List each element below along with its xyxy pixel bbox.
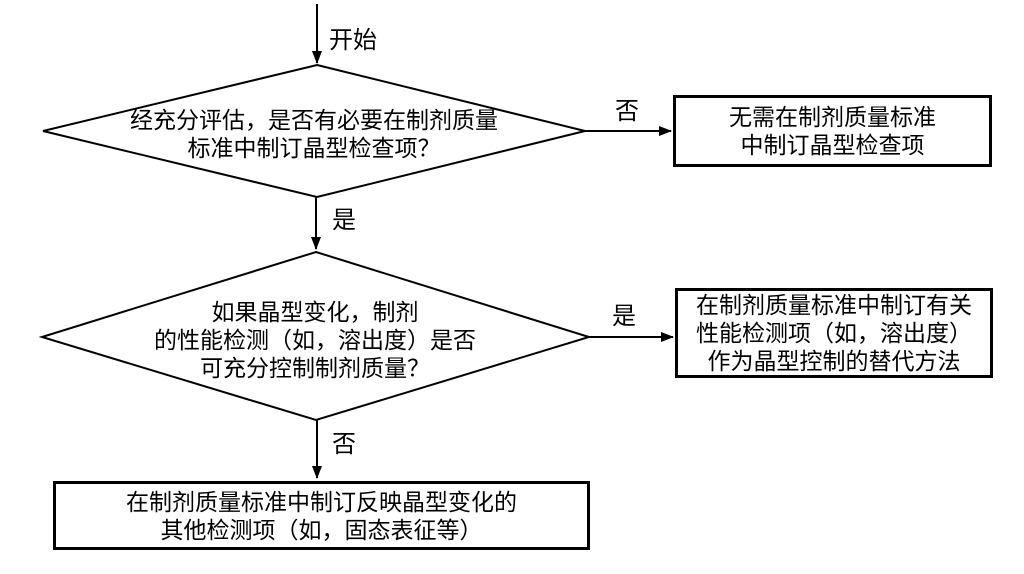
decision1-yes-label: 是	[332, 207, 356, 234]
other-tests-box: 在制剂质量标准中制订反映晶型变化的 其他检测项（如，固态表征等）	[53, 481, 590, 550]
other-tests-line1: 在制剂质量标准中制订反映晶型变化的	[126, 488, 517, 515]
performance-test-box: 在制剂质量标准中制订有关 性能检测项（如，溶出度） 作为晶型控制的替代方法	[675, 288, 993, 378]
no-check-item-line1: 无需在制剂质量标准	[729, 104, 936, 130]
decision2-yes-label: 是	[612, 303, 636, 330]
decision1-line1: 经充分评估，是否有必要在制剂质量	[130, 107, 498, 133]
decision1-no-label: 否	[615, 98, 639, 125]
decision1-text: 经充分评估，是否有必要在制剂质量 标准中制订晶型检查项？	[64, 106, 564, 162]
decision2-text: 如果晶型变化，制剂 的性能检测（如，溶出度）是否 可充分控制制剂质量？	[55, 298, 575, 382]
no-check-item-box: 无需在制剂质量标准 中制订晶型检查项	[673, 95, 992, 167]
start-label: 开始	[329, 27, 377, 54]
performance-test-line1: 在制剂质量标准中制订有关	[696, 292, 972, 318]
no-check-item-line2: 中制订晶型检查项	[740, 132, 925, 158]
performance-test-line3: 作为晶型控制的替代方法	[707, 348, 961, 374]
other-tests-line2: 其他检测项（如，固态表征等）	[160, 516, 483, 543]
decision1-line2: 标准中制订晶型检查项？	[187, 135, 441, 161]
decision2-line1: 如果晶型变化，制剂	[211, 299, 419, 325]
decision2-line3: 可充分控制制剂质量？	[200, 355, 430, 381]
decision2-line2: 的性能检测（如，溶出度）是否	[154, 327, 476, 353]
decision2-no-label: 否	[332, 431, 356, 458]
performance-test-line2: 性能检测项（如，溶出度）	[696, 320, 972, 346]
